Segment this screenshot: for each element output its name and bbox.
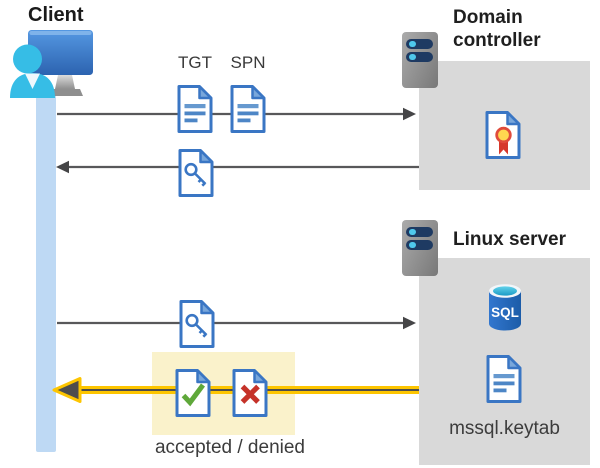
monitor-icon	[28, 30, 93, 96]
keytab-document-icon	[486, 355, 522, 403]
client-icon	[10, 30, 93, 98]
server-drive-slot	[406, 52, 433, 62]
server-led	[409, 53, 416, 61]
ticket-response-arrow	[56, 160, 419, 174]
keytab-filename: mssql.keytab	[449, 418, 560, 439]
denied-document-icon	[232, 369, 268, 417]
key-document-icon-response	[178, 149, 214, 197]
server-drive-slot	[406, 39, 433, 49]
client-label: Client	[28, 4, 84, 26]
accepted-document-icon	[175, 369, 211, 417]
key-document-icon-to-linux	[179, 300, 215, 348]
sql-database-icon: SQL	[489, 284, 521, 331]
ticket-to-linux-arrow	[57, 316, 416, 330]
check-icon	[181, 383, 206, 407]
key-glyph	[185, 313, 208, 338]
tgt-document-icon	[177, 85, 213, 133]
server-led	[409, 40, 416, 48]
certificate-icon	[485, 111, 521, 159]
server-drive-slot	[406, 227, 433, 237]
linux-server-server-icon	[402, 220, 438, 276]
sql-icon-label: SQL	[491, 305, 519, 320]
spn-label: SPN	[230, 53, 266, 72]
server-drive-slot	[406, 240, 433, 250]
spn-document-icon	[230, 85, 266, 133]
key-glyph	[184, 162, 207, 187]
linux-server-title: Linux server	[453, 229, 566, 250]
server-led	[409, 241, 416, 249]
domain-controller-title: Domain controller	[453, 7, 541, 51]
cross-icon	[240, 384, 260, 404]
tgt-label: TGT	[178, 53, 212, 72]
user-icon	[10, 44, 55, 98]
result-label: accepted / denied	[154, 437, 305, 458]
server-led	[409, 228, 416, 236]
client-lifeline-bar	[36, 90, 56, 452]
domain-controller-server-icon	[402, 32, 438, 88]
